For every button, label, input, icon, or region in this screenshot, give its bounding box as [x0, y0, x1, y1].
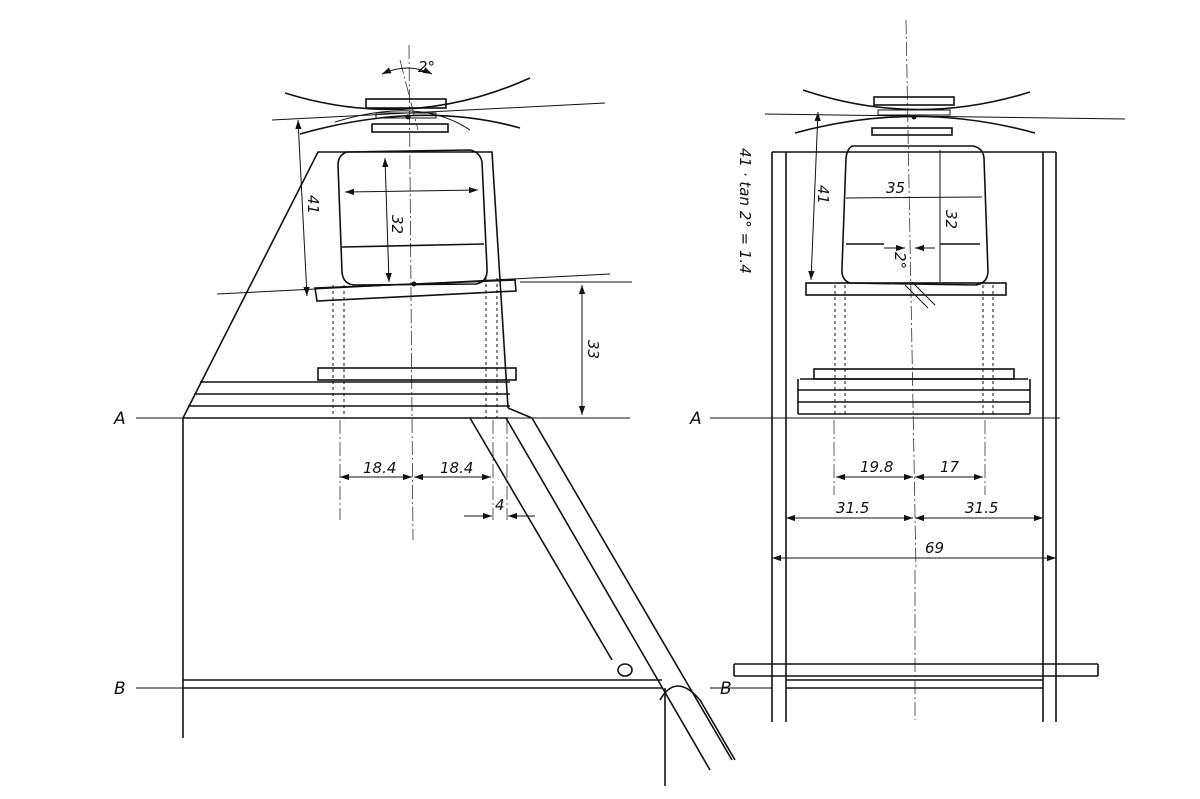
right-view: 35 32 2° 41 41 · tan 2° = 1.4 A 19.8	[689, 19, 1126, 722]
left-top-arc	[284, 77, 531, 111]
right-lens-height-label: 32	[942, 210, 960, 229]
right-lens-body	[841, 145, 989, 286]
left-datum-a: A	[113, 409, 126, 429]
right-angle-label: 2°	[891, 252, 909, 269]
right-total-width-label: 69	[925, 539, 944, 557]
left-angle-label: 2°	[418, 58, 435, 76]
right-lens-width-label: 35	[886, 179, 905, 197]
right-datum-b: B	[720, 679, 732, 699]
right-rod-right-label: 17	[940, 458, 960, 476]
right-top-arc	[802, 89, 1031, 111]
right-datum-a: A	[689, 409, 702, 429]
formula-note: 41 · tan 2° = 1.4	[736, 148, 754, 274]
left-center-line	[408, 44, 414, 541]
left-lower-standard	[317, 367, 517, 381]
left-half-width-label-2: 18.4	[440, 459, 473, 477]
left-upper-standard	[314, 279, 517, 302]
right-height-41-label: 41	[814, 185, 832, 204]
left-rail-gap-label: 4	[495, 496, 505, 514]
right-lower-standard	[813, 368, 1015, 380]
left-lens-height-label: 32	[388, 215, 406, 234]
left-top-plate	[365, 98, 447, 109]
left-datum-b: B	[114, 679, 126, 699]
left-half-width-label-1: 18.4	[363, 459, 396, 477]
right-half-right-label: 31.5	[965, 499, 998, 517]
left-view: 2° 32 41 33	[113, 44, 736, 786]
left-lens-body	[337, 149, 488, 286]
right-rod-left-label: 19.8	[860, 458, 893, 476]
right-half-left-label: 31.5	[836, 499, 869, 517]
left-height-41-label: 41	[304, 195, 322, 214]
left-gap-33-label: 33	[584, 340, 602, 359]
right-upper-standard	[805, 282, 1007, 296]
